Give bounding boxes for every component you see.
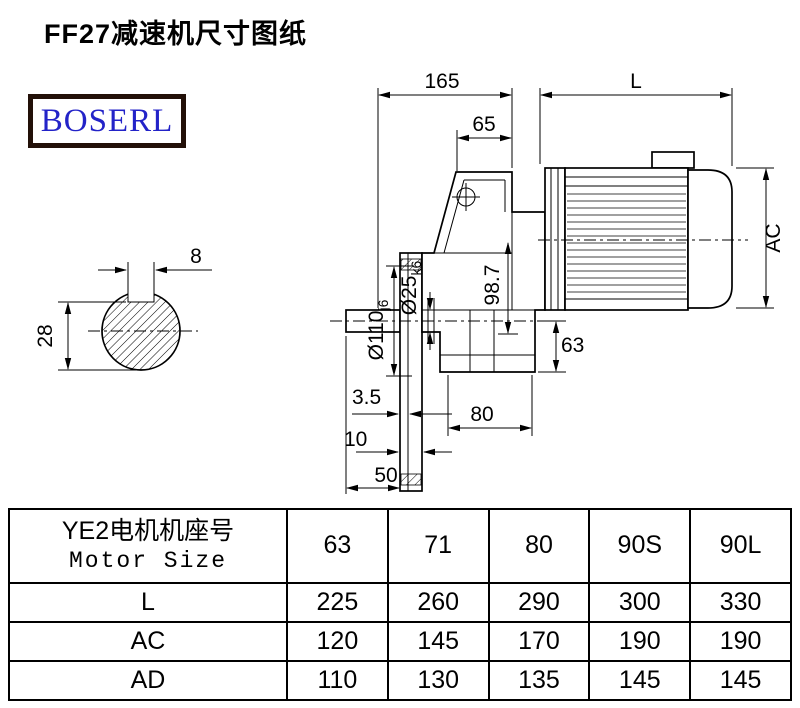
cell: 260 xyxy=(386,582,490,623)
row-label: AD xyxy=(8,660,288,701)
dim-flange-spigot-main: Ø110 xyxy=(365,311,388,361)
dim-center-height: 98.7 xyxy=(481,265,504,306)
cell: 225 xyxy=(286,582,389,623)
brand-logo-box: BOSERL xyxy=(28,94,186,148)
dim-width-65: 65 xyxy=(472,113,495,136)
dimensions: 8 28 165 L 65 AC Ø110j6 xyxy=(34,70,785,494)
header-label-en: Motor Size xyxy=(68,548,228,575)
dim-flange-spigot-tol: j6 xyxy=(375,299,391,311)
header-label-cn: YE2电机机座号 xyxy=(61,517,235,545)
dim-center-to-base: 63 xyxy=(561,334,584,357)
terminal-box xyxy=(651,151,695,169)
header-col-2: 71 xyxy=(386,508,490,584)
cell: 330 xyxy=(689,582,792,623)
page-title: FF27减速机尺寸图纸 xyxy=(44,19,308,49)
cell: 300 xyxy=(588,582,692,623)
dim-shaft-length: 50 xyxy=(374,464,397,487)
fan-cover xyxy=(687,169,733,309)
table-row-AC: AC 120 145 170 190 190 xyxy=(8,621,792,662)
dim-motor-length: L xyxy=(630,70,642,93)
header-label-cell: YE2电机机座号 Motor Size xyxy=(8,508,288,584)
cell: 145 xyxy=(689,660,792,701)
cell: 190 xyxy=(588,621,692,662)
dimension-drawing: 8 28 165 L 65 AC Ø110j6 xyxy=(34,70,785,494)
dim-shaft-diameter-tol: k6 xyxy=(408,261,424,276)
cell: 130 xyxy=(386,660,490,701)
cell: 110 xyxy=(286,660,389,701)
output-flange xyxy=(399,252,423,492)
cell: 135 xyxy=(487,660,591,701)
keyway-slot xyxy=(127,262,155,303)
header-col-5: 90L xyxy=(689,508,792,584)
dim-base-width: 80 xyxy=(470,403,493,426)
dim-flange-spigot: Ø110j6 xyxy=(365,299,391,360)
header-col-4: 90S xyxy=(588,508,692,584)
dim-flange-thickness: 10 xyxy=(344,428,367,451)
dim-width-165: 165 xyxy=(424,70,459,93)
motor-size-table: YE2电机机座号 Motor Size 63 71 80 90S 90L L 2… xyxy=(8,508,792,701)
dim-shaft-diameter-main: Ø25 xyxy=(398,276,421,316)
dim-gap-small: 3.5 xyxy=(352,386,381,409)
table-row-L: L 225 260 290 300 330 xyxy=(8,582,792,623)
brand-logo-text: BOSERL xyxy=(40,102,174,139)
motor xyxy=(544,151,733,311)
motor-fins xyxy=(567,193,686,293)
motor-front-bracket xyxy=(544,167,566,311)
lifting-hole xyxy=(452,183,480,211)
dim-shaft-diameter: Ø25k6 xyxy=(398,261,424,316)
table-header-row: YE2电机机座号 Motor Size 63 71 80 90S 90L xyxy=(8,508,792,584)
dim-keyway-width: 8 xyxy=(190,245,202,268)
dim-motor-diameter: AC xyxy=(762,223,785,252)
motor-body xyxy=(564,167,689,311)
cell: 290 xyxy=(487,582,591,623)
main-view xyxy=(330,151,748,492)
cell: 190 xyxy=(689,621,792,662)
cell: 145 xyxy=(386,621,490,662)
header-col-1: 63 xyxy=(286,508,389,584)
cell: 170 xyxy=(487,621,591,662)
dim-keyway-height: 28 xyxy=(34,324,57,347)
cell: 145 xyxy=(588,660,692,701)
row-label: AC xyxy=(8,621,288,662)
header-col-3: 80 xyxy=(487,508,591,584)
shaft-section-view xyxy=(88,262,198,371)
row-label: L xyxy=(8,582,288,623)
cell: 120 xyxy=(286,621,389,662)
table-row-AD: AD 110 130 135 145 145 xyxy=(8,660,792,701)
